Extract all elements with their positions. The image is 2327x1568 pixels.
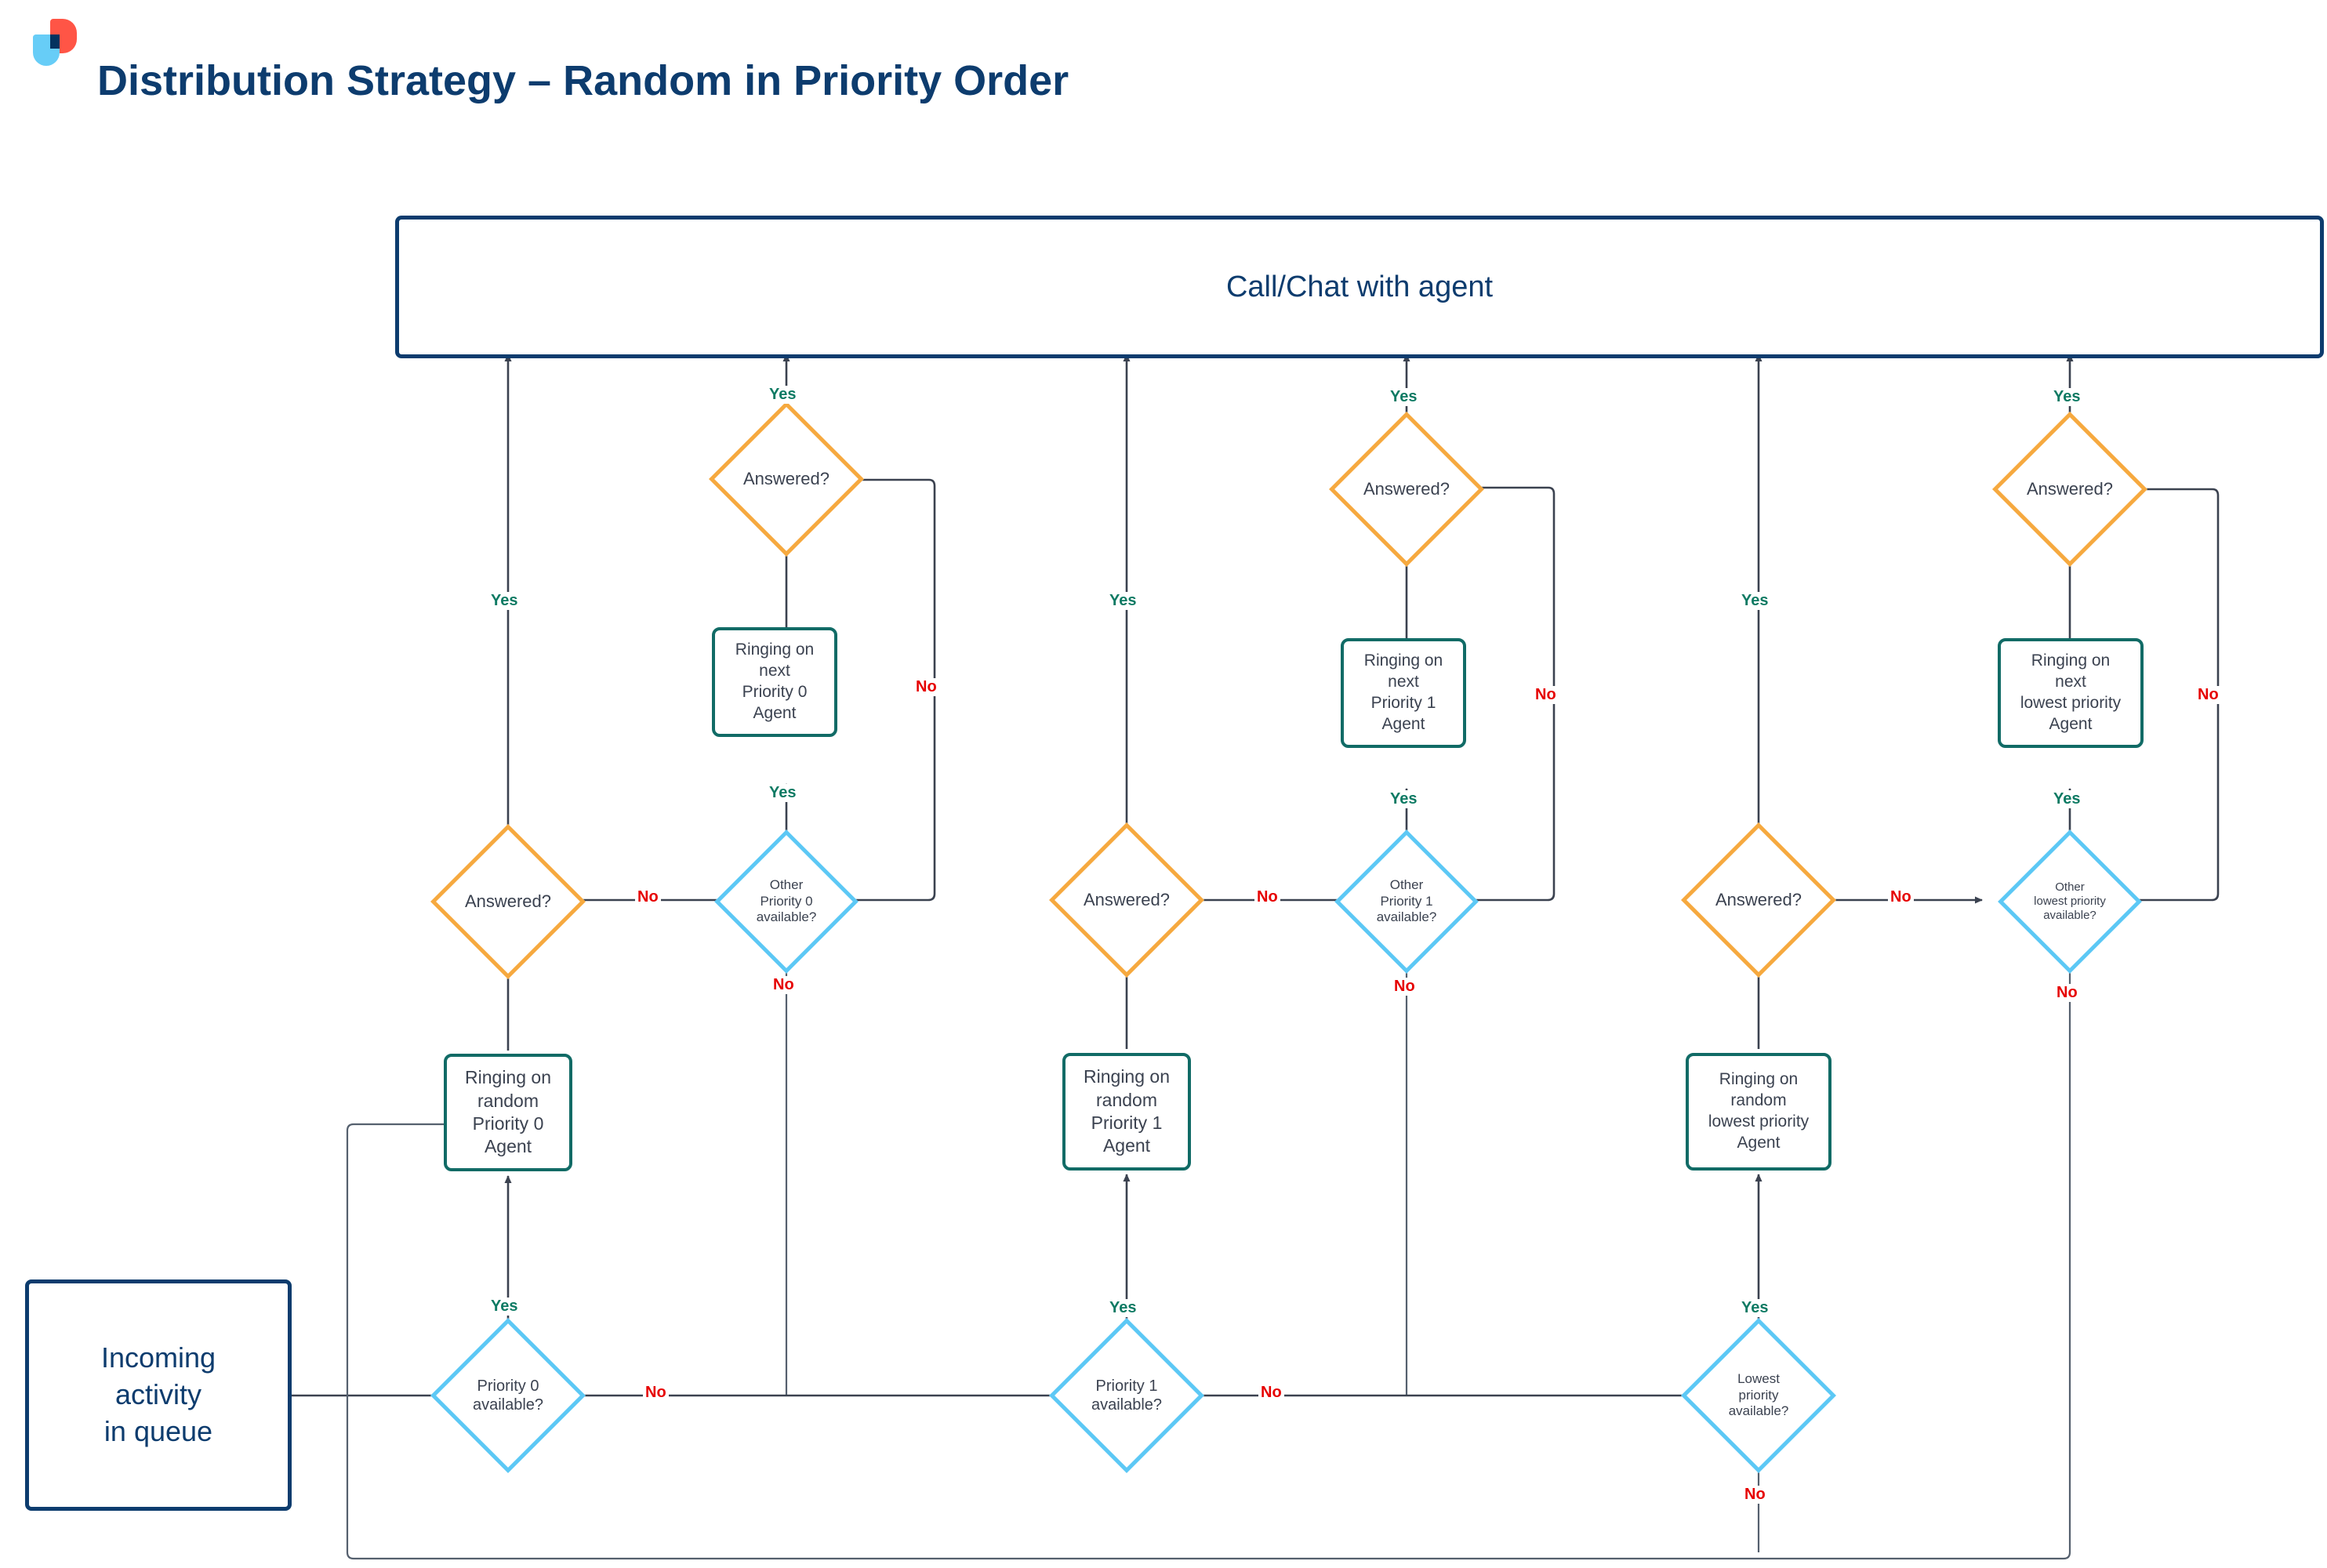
edge-label-yes-answered-p0-next: Yes [767, 386, 799, 404]
diamond-shape [1334, 829, 1479, 974]
edge-label-no-answered-p1-next: No [1533, 686, 1559, 704]
diamond-shape [714, 829, 859, 974]
ring-random-p0-line-3: Priority 0 [472, 1113, 544, 1134]
ring-next-lp-line-2: next [2055, 673, 2086, 691]
ring-random-p1-line-1: Ringing on [1084, 1066, 1170, 1087]
process-ringing-random-priority-1: Ringing on random Priority 1 Agent [1062, 1053, 1191, 1171]
edge-label-no-answered-p0-next: No [913, 678, 939, 696]
edge-label-yes-other-p1: Yes [1388, 790, 1420, 808]
ring-next-p0-line-1: Ringing on [735, 641, 815, 659]
edge-label-no-lowest-entry: No [1742, 1486, 1768, 1504]
decision-other-priority-1-available[interactable]: Other Priority 1 available? [1334, 829, 1479, 974]
process-ringing-random-lowest-priority: Ringing on random lowest priority Agent [1686, 1053, 1831, 1171]
terminal-incoming-activity: Incoming activity in queue [25, 1279, 292, 1511]
diamond-shape [709, 401, 864, 557]
edge-label-yes-lowest-entry: Yes [1739, 1299, 1771, 1317]
edge-label-yes-answered-lowest-next: Yes [2051, 388, 2083, 406]
decision-answered-p0-random[interactable]: Answered? [430, 824, 586, 979]
process-ringing-random-priority-0: Ringing on random Priority 0 Agent [444, 1054, 572, 1171]
ring-next-p0-line-3: Priority 0 [742, 683, 808, 701]
edge-label-no-answered-lowest-random: No [1888, 888, 1914, 906]
decision-answered-lowest-random[interactable]: Answered? [1681, 822, 1836, 978]
edge-label-yes-answered-p1-next: Yes [1388, 388, 1420, 406]
edge-label-no-answered-p1-random: No [1254, 888, 1280, 906]
edge-label-no-other-p0: No [771, 976, 797, 994]
ring-random-p1-line-2: random [1096, 1089, 1157, 1110]
diamond-shape [1329, 412, 1484, 567]
edge-label-yes-answered-p0-random: Yes [488, 592, 521, 610]
edge-label-no-answered-lowest-next: No [2195, 686, 2221, 704]
edge-label-no-p0-entry: No [643, 1384, 669, 1402]
edge-label-no-other-p1: No [1392, 978, 1418, 996]
ring-next-p1-line-3: Priority 1 [1370, 694, 1436, 712]
ring-next-lp-line-4: Agent [2049, 714, 2093, 733]
logo-navy-shape [50, 34, 60, 49]
edge-label-yes-p0-entry: Yes [488, 1298, 521, 1316]
diamond-shape [1681, 1318, 1836, 1473]
ring-next-p1-line-4: Agent [1381, 714, 1425, 733]
decision-priority-0-available[interactable]: Priority 0 available? [430, 1318, 586, 1473]
process-ringing-next-priority-0: Ringing on next Priority 0 Agent [712, 627, 837, 737]
edge-label-yes-answered-p1-random: Yes [1107, 592, 1139, 610]
decision-lowest-priority-available[interactable]: Lowest priority available? [1681, 1318, 1836, 1473]
diamond-shape [1049, 1318, 1204, 1473]
ring-random-p1-line-3: Priority 1 [1091, 1112, 1163, 1133]
edge-label-no-p1-entry: No [1258, 1384, 1284, 1402]
page-title: Distribution Strategy – Random in Priori… [97, 57, 1069, 104]
decision-answered-p1-random[interactable]: Answered? [1049, 822, 1204, 978]
edge-label-yes-p1-entry: Yes [1107, 1299, 1139, 1317]
edge-label-yes-other-lowest: Yes [2051, 790, 2083, 808]
edge-label-no-answered-p0-random: No [635, 888, 661, 906]
terminal-call-chat-with-agent: Call/Chat with agent [395, 216, 2324, 358]
ring-random-p0-line-1: Ringing on [465, 1067, 551, 1088]
ring-next-p0-line-2: next [759, 662, 790, 681]
ring-random-lp-line-3: lowest priority [1708, 1112, 1810, 1131]
diamond-shape [430, 824, 586, 979]
decision-priority-1-available[interactable]: Priority 1 available? [1049, 1318, 1204, 1473]
ring-next-lp-line-1: Ringing on [2031, 652, 2111, 670]
decision-other-priority-0-available[interactable]: Other Priority 0 available? [714, 829, 859, 974]
decision-answered-p0-next[interactable]: Answered? [709, 401, 864, 557]
incoming-line-2: activity [114, 1378, 202, 1411]
ring-next-lp-line-3: lowest priority [2020, 694, 2122, 712]
process-ringing-next-priority-1: Ringing on next Priority 1 Agent [1341, 638, 1466, 748]
decision-answered-p1-next[interactable]: Answered? [1329, 412, 1484, 567]
diamond-shape [1681, 822, 1836, 978]
decision-other-lowest-priority-available[interactable]: Other lowest priority available? [1998, 829, 2142, 974]
ring-random-lp-line-1: Ringing on [1719, 1070, 1799, 1089]
decision-answered-lowest-next[interactable]: Answered? [1992, 412, 2147, 567]
diamond-shape [1992, 412, 2147, 567]
edge-label-yes-answered-lowest-random: Yes [1739, 592, 1771, 610]
brand-logo [33, 17, 77, 66]
ring-next-p1-line-1: Ringing on [1363, 652, 1443, 670]
edge-label-no-other-lowest: No [2054, 984, 2080, 1002]
process-ringing-next-lowest-priority: Ringing on next lowest priority Agent [1998, 638, 2144, 748]
incoming-line-3: in queue [103, 1414, 213, 1447]
ring-random-p1-line-4: Agent [1102, 1135, 1151, 1156]
diamond-shape [430, 1318, 586, 1473]
ring-random-p0-line-2: random [477, 1090, 539, 1111]
ring-random-lp-line-4: Agent [1737, 1133, 1781, 1152]
diamond-shape [1049, 822, 1204, 978]
ring-random-lp-line-2: random [1730, 1091, 1787, 1110]
ring-next-p0-line-4: Agent [753, 703, 797, 722]
incoming-line-1: Incoming [100, 1341, 216, 1374]
ring-random-p0-line-4: Agent [484, 1136, 532, 1157]
edge-label-yes-other-p0: Yes [767, 784, 799, 802]
diamond-shape [1998, 829, 2142, 974]
terminal-call-chat-label: Call/Chat with agent [1225, 270, 1494, 303]
ring-next-p1-line-2: next [1388, 673, 1419, 691]
